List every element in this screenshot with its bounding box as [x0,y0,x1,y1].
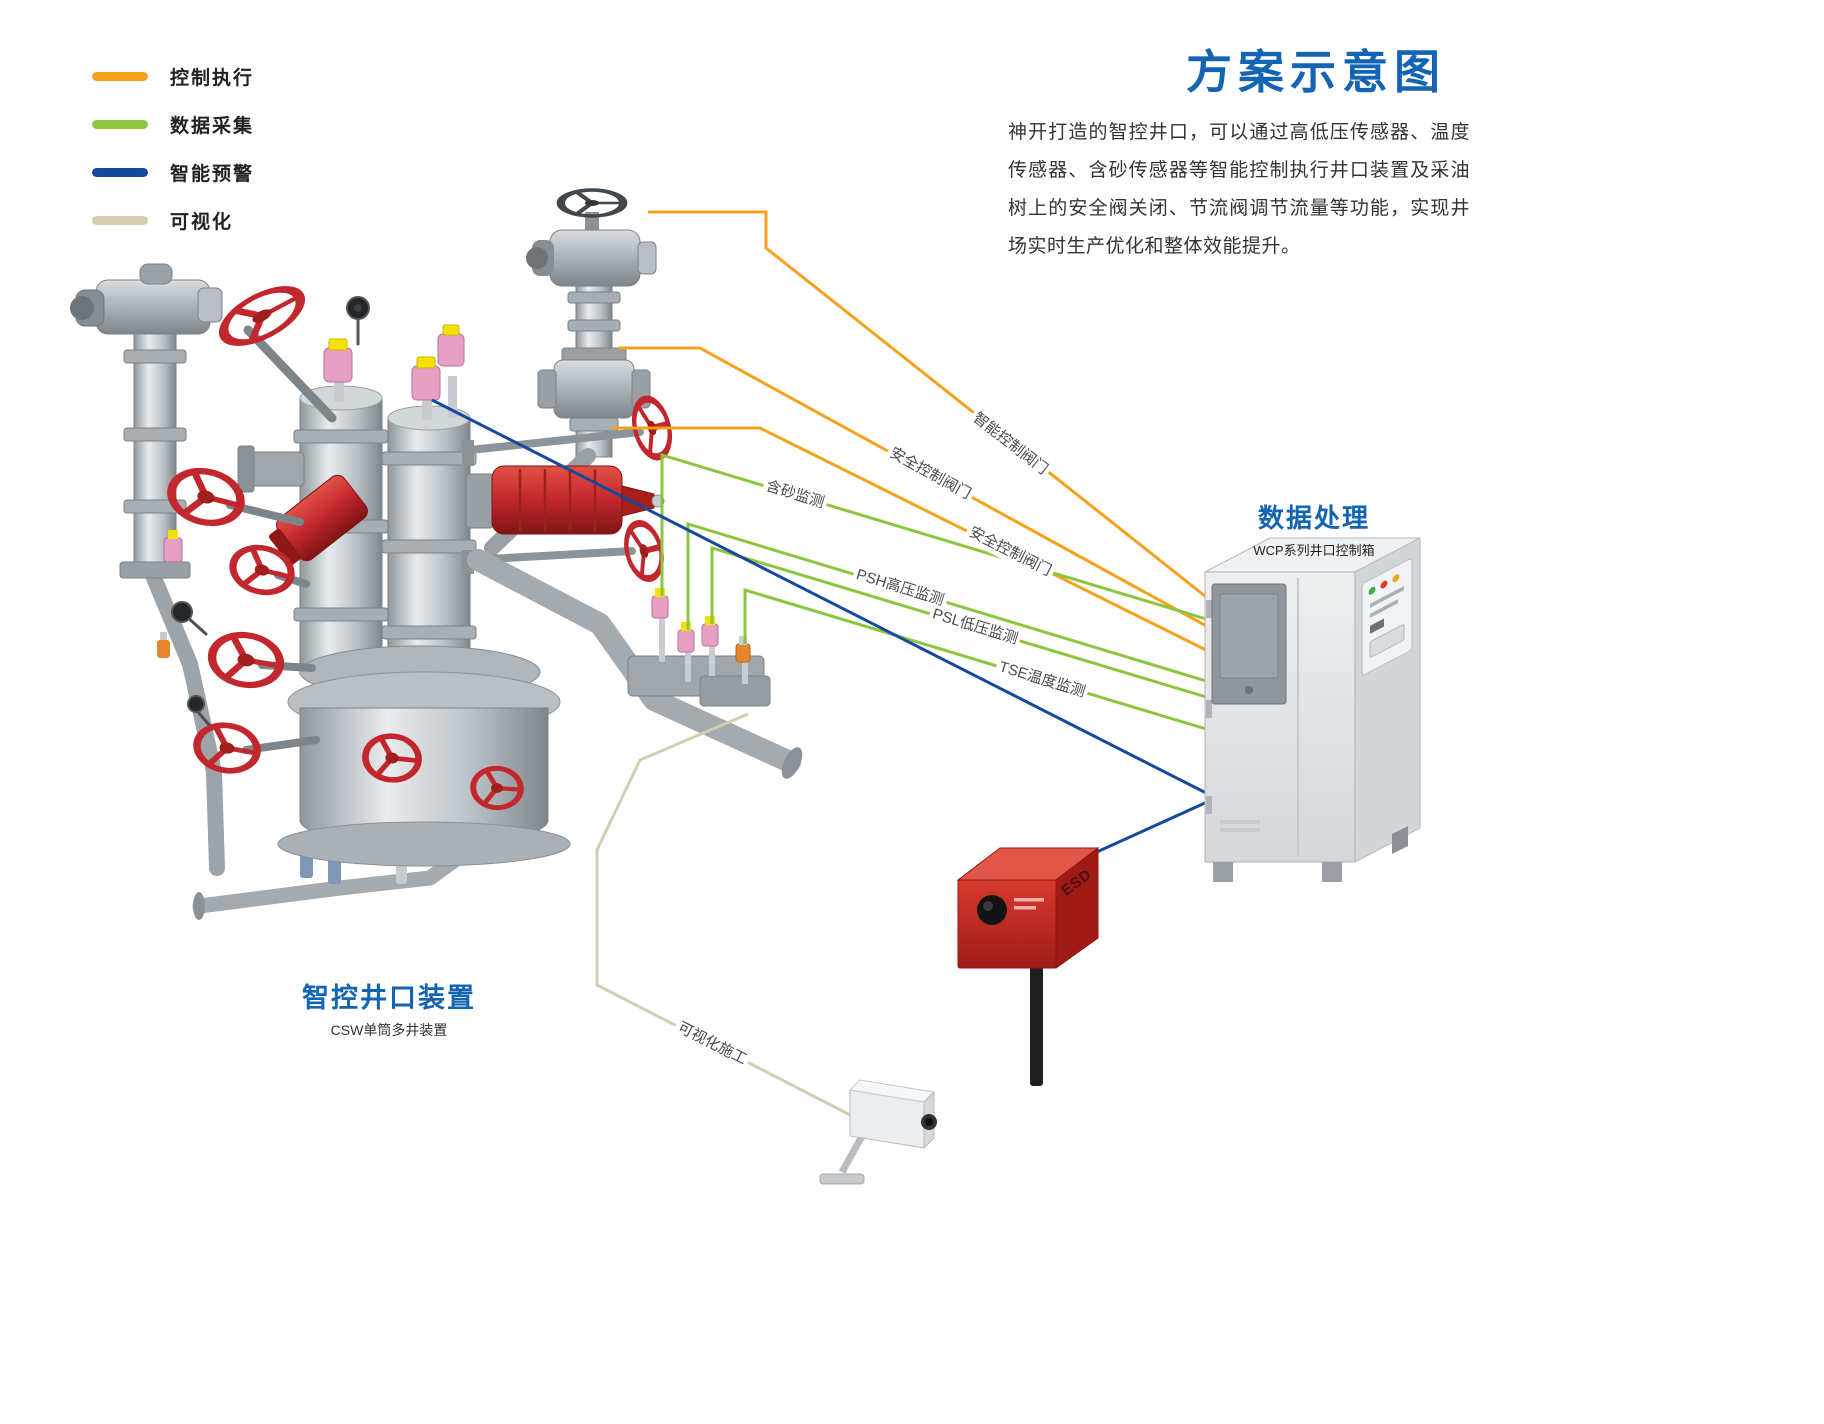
cabinet-subtitle: WCP系列井口控制箱 [1253,543,1375,558]
legend-item-control: 控制执行 [92,52,254,100]
wellhead-equipment [70,190,803,920]
wellhead-sensors [323,296,465,420]
wellhead-subtitle: CSW单筒多井装置 [330,1022,448,1038]
wellhead-label: 智控井口装置 CSW单筒多井装置 [294,976,484,1040]
wellhead-base [277,645,571,867]
legend: 控制执行 数据采集 智能预警 可视化 [92,52,254,244]
handwheel-icon [208,630,284,690]
cabinet-indicator-panel [1361,558,1413,676]
monitoring-sensor-cluster [627,588,771,707]
legend-item-alert: 智能预警 [92,148,254,196]
line-smart-control-valve [648,210,1211,602]
cabinet-label: 数据处理 WCP系列井口控制箱 [1224,498,1404,559]
left-gate-valve-actuator [70,263,223,728]
surveillance-camera [819,1079,937,1185]
alert-lines-blue [431,398,1217,858]
connection-lines [431,210,1217,1122]
legend-label-visual: 可视化 [170,211,234,233]
cabinet-title: 数据处理 [1257,503,1370,533]
line-safety-control-valve-1 [618,346,1211,630]
handwheel-icon [166,464,246,530]
line-safety-control-valve-2 [612,426,1211,654]
line-psl-monitoring [710,545,1217,702]
line-smart-alert [431,398,1217,800]
legend-label-control: 控制执行 [170,67,255,89]
legend-swatch-orange [92,71,148,81]
page-title: 方案示意图 [1186,46,1446,98]
legend-label-data: 数据采集 [170,115,255,137]
choke-actuator-red [268,465,665,566]
esd-pole [1030,966,1043,1086]
outlet-pipe [467,549,801,773]
data-cabinet [1204,537,1421,882]
wellhead-title: 智控井口装置 [302,983,476,1013]
legend-swatch-beige [92,215,148,225]
line-esd-to-cabinet [1087,796,1217,858]
line-psh-monitoring [686,521,1217,686]
handwheel-icon [621,520,667,582]
legend-label-alert: 智能预警 [170,163,255,185]
esd-device [956,846,1100,1086]
legend-swatch-green [92,119,148,129]
esd-button [977,895,1007,925]
legend-swatch-blue [92,167,148,177]
legend-item-data: 数据采集 [92,100,254,148]
legend-item-visual: 可视化 [92,196,254,244]
description-text: 神开打造的智控井口，可以通过高低压传感器、温度传感器、含砂传感器等智能控制执行井… [1008,122,1470,257]
